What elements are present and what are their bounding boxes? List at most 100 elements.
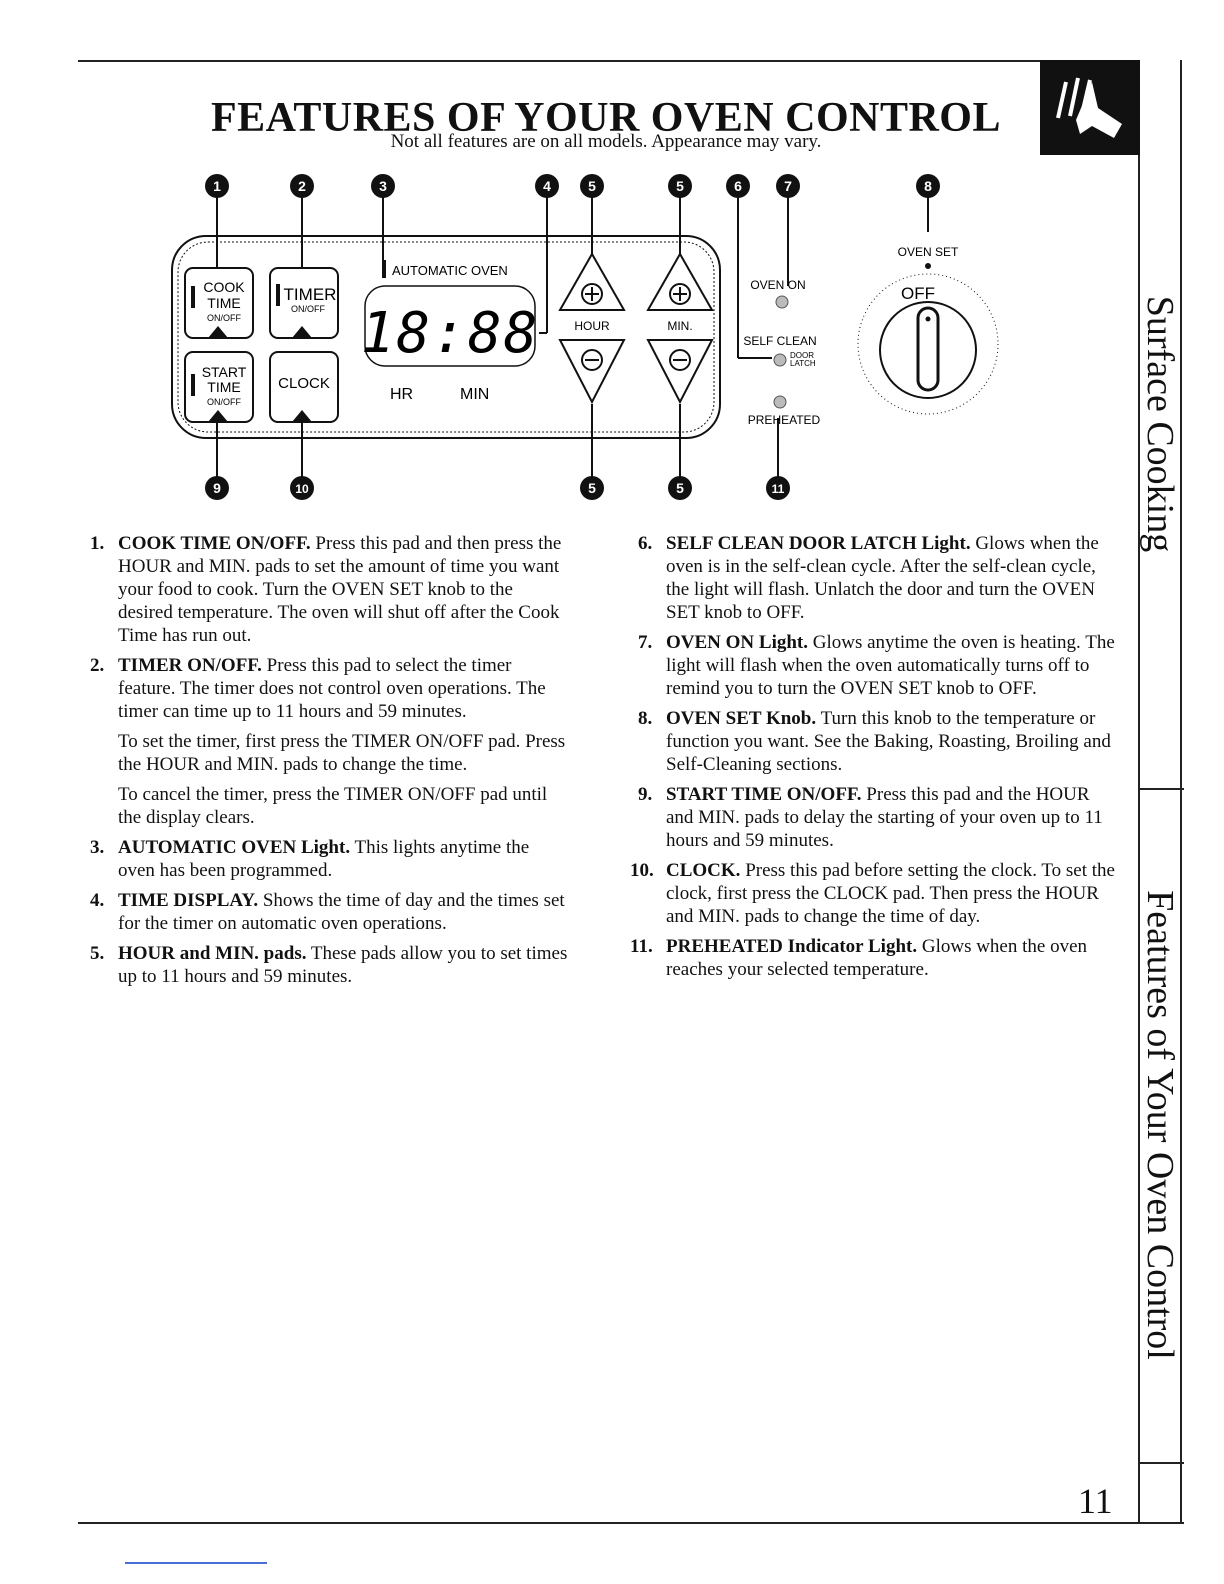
svg-text:5: 5 — [676, 480, 684, 496]
feature-item-3: 3. AUTOMATIC OVEN Light. This lights any… — [90, 837, 530, 881]
side-tab-divider — [1138, 788, 1184, 790]
svg-text:5: 5 — [588, 480, 596, 496]
callout-5-min: 5 — [668, 174, 692, 198]
svg-text:TIMER: TIMER — [284, 285, 337, 304]
start-time-indicator — [191, 374, 195, 396]
feature-item-9: 9. START TIME ON/OFF. Press this pad and… — [638, 784, 1103, 851]
features-left-column: 1. COOK TIME ON/OFF. Press this pad and … — [90, 532, 570, 995]
top-rule — [78, 60, 1140, 62]
latch-label: LATCH — [790, 359, 816, 368]
callouts-bottom: 9 10 5 5 11 — [205, 476, 790, 500]
timer-button[interactable]: TIMER ON/OFF — [269, 267, 339, 339]
callout-11: 11 — [766, 476, 790, 500]
callouts-top: 1 2 3 4 5 5 6 7 8 — [205, 174, 940, 198]
arrow-up-icon — [208, 326, 228, 338]
svg-text:ON/OFF: ON/OFF — [207, 397, 241, 407]
svg-text:9: 9 — [213, 480, 221, 496]
knob-pointer — [925, 316, 931, 322]
svg-text:5: 5 — [588, 178, 596, 194]
min-up-button[interactable] — [646, 251, 714, 311]
hour-down-button[interactable] — [558, 339, 626, 405]
hour-label: HOUR — [574, 319, 610, 333]
start-time-button[interactable]: START TIME ON/OFF — [184, 351, 254, 423]
svg-text:8: 8 — [924, 178, 932, 194]
arrow-up-icon — [208, 410, 228, 422]
self-clean-label: SELF CLEAN — [743, 334, 816, 348]
svg-text:10: 10 — [295, 482, 309, 496]
cooking-logo — [1040, 60, 1140, 155]
footer-link-stub[interactable] — [125, 1562, 267, 1564]
svg-text:5: 5 — [676, 178, 684, 194]
cook-time-button[interactable]: COOK TIME ON/OFF — [184, 267, 254, 339]
time-display-digits: 18:88 — [361, 301, 540, 366]
feature-item-10: 10. CLOCK. Press this pad before setting… — [630, 860, 1115, 927]
callout-8: 8 — [916, 174, 940, 198]
svg-text:3: 3 — [379, 178, 387, 194]
svg-text:6: 6 — [734, 178, 742, 194]
oven-control-diagram: 1 2 3 4 5 5 6 7 8 9 10 5 5 11 COOK TIME … — [171, 174, 999, 500]
oven-set-label: OVEN SET — [898, 245, 959, 259]
callout-5-hour: 5 — [580, 174, 604, 198]
callout-7: 7 — [776, 174, 800, 198]
callout-6: 6 — [726, 174, 750, 198]
oven-on-label: OVEN ON — [750, 278, 805, 292]
callout-1: 1 — [205, 174, 229, 198]
door-label: DOOR — [790, 351, 814, 360]
oven-set-marker — [925, 263, 931, 269]
cook-time-indicator — [191, 286, 195, 308]
control-panel-inner — [177, 241, 715, 433]
feature-item-1: 1. COOK TIME ON/OFF. Press this pad and … — [90, 533, 562, 646]
features-right-column: 6. SELF CLEAN DOOR LATCH Light. Glows wh… — [630, 532, 1116, 988]
callout-10: 10 — [290, 476, 314, 500]
knob-grip — [916, 306, 940, 392]
callout-3: 3 — [371, 174, 395, 198]
oven-set-knob[interactable]: OFF — [857, 273, 999, 415]
svg-text:4: 4 — [543, 178, 551, 194]
svg-text:1: 1 — [213, 178, 221, 194]
page-title: FEATURES OF YOUR OVEN CONTROL — [210, 95, 1001, 141]
svg-text:COOK: COOK — [203, 279, 245, 295]
clock-button[interactable]: CLOCK — [269, 351, 339, 423]
automatic-oven-light — [382, 260, 386, 278]
feature-item-2: 2. TIMER ON/OFF. Press this pad to selec… — [90, 655, 546, 722]
callout-2: 2 — [290, 174, 314, 198]
callout-5-min-bottom: 5 — [668, 476, 692, 500]
min-label: MIN. — [667, 319, 692, 333]
svg-text:7: 7 — [784, 178, 792, 194]
timer-cancel-paragraph: To cancel the timer, press the TIMER ON/… — [118, 784, 548, 828]
feature-item-7: 7. OVEN ON Light. Glows anytime the oven… — [638, 632, 1115, 699]
bottom-rule — [78, 1522, 1184, 1524]
timer-set-paragraph: To set the timer, first press the TIMER … — [118, 731, 566, 775]
side-tab-divider-bottom — [1138, 1462, 1184, 1464]
arrow-up-icon — [292, 326, 312, 338]
automatic-oven-label: AUTOMATIC OVEN — [392, 263, 508, 278]
callout-4: 4 — [535, 174, 559, 198]
svg-text:2: 2 — [298, 178, 306, 194]
control-panel-outline — [171, 235, 721, 439]
svg-text:START: START — [202, 364, 247, 380]
side-tab-features[interactable]: Features of Your Oven Control — [1139, 890, 1181, 1360]
min-down-button[interactable] — [646, 339, 714, 405]
knob-off-label: OFF — [901, 284, 935, 303]
svg-text:TIME: TIME — [207, 379, 240, 395]
hand-logo-icon — [1056, 77, 1122, 138]
svg-text:ON/OFF: ON/OFF — [291, 304, 325, 314]
feature-item-11: 11. PREHEATED Indicator Light. Glows whe… — [630, 936, 1088, 980]
side-tab-frame — [1138, 60, 1182, 1522]
page-number: 11 — [1078, 1481, 1113, 1521]
feature-item-4: 4. TIME DISPLAY. Shows the time of day a… — [90, 890, 565, 934]
page-subtitle: Not all features are on all models. Appe… — [390, 131, 822, 152]
arrow-up-icon — [292, 410, 312, 422]
hour-up-button[interactable] — [558, 251, 626, 311]
svg-text:CLOCK: CLOCK — [278, 375, 330, 392]
preheated-label: PREHEATED — [748, 413, 821, 427]
preheated-light — [773, 395, 787, 409]
callout-9: 9 — [205, 476, 229, 500]
feature-item-5: 5. HOUR and MIN. pads. These pads allow … — [90, 943, 568, 987]
callout-5-hour-bottom: 5 — [580, 476, 604, 500]
oven-on-light — [775, 295, 789, 309]
side-tab-surface-cooking[interactable]: Surface Cooking — [1139, 295, 1181, 553]
time-display — [364, 285, 536, 367]
svg-text:11: 11 — [772, 482, 785, 496]
feature-item-6: 6. SELF CLEAN DOOR LATCH Light. Glows wh… — [638, 533, 1099, 623]
